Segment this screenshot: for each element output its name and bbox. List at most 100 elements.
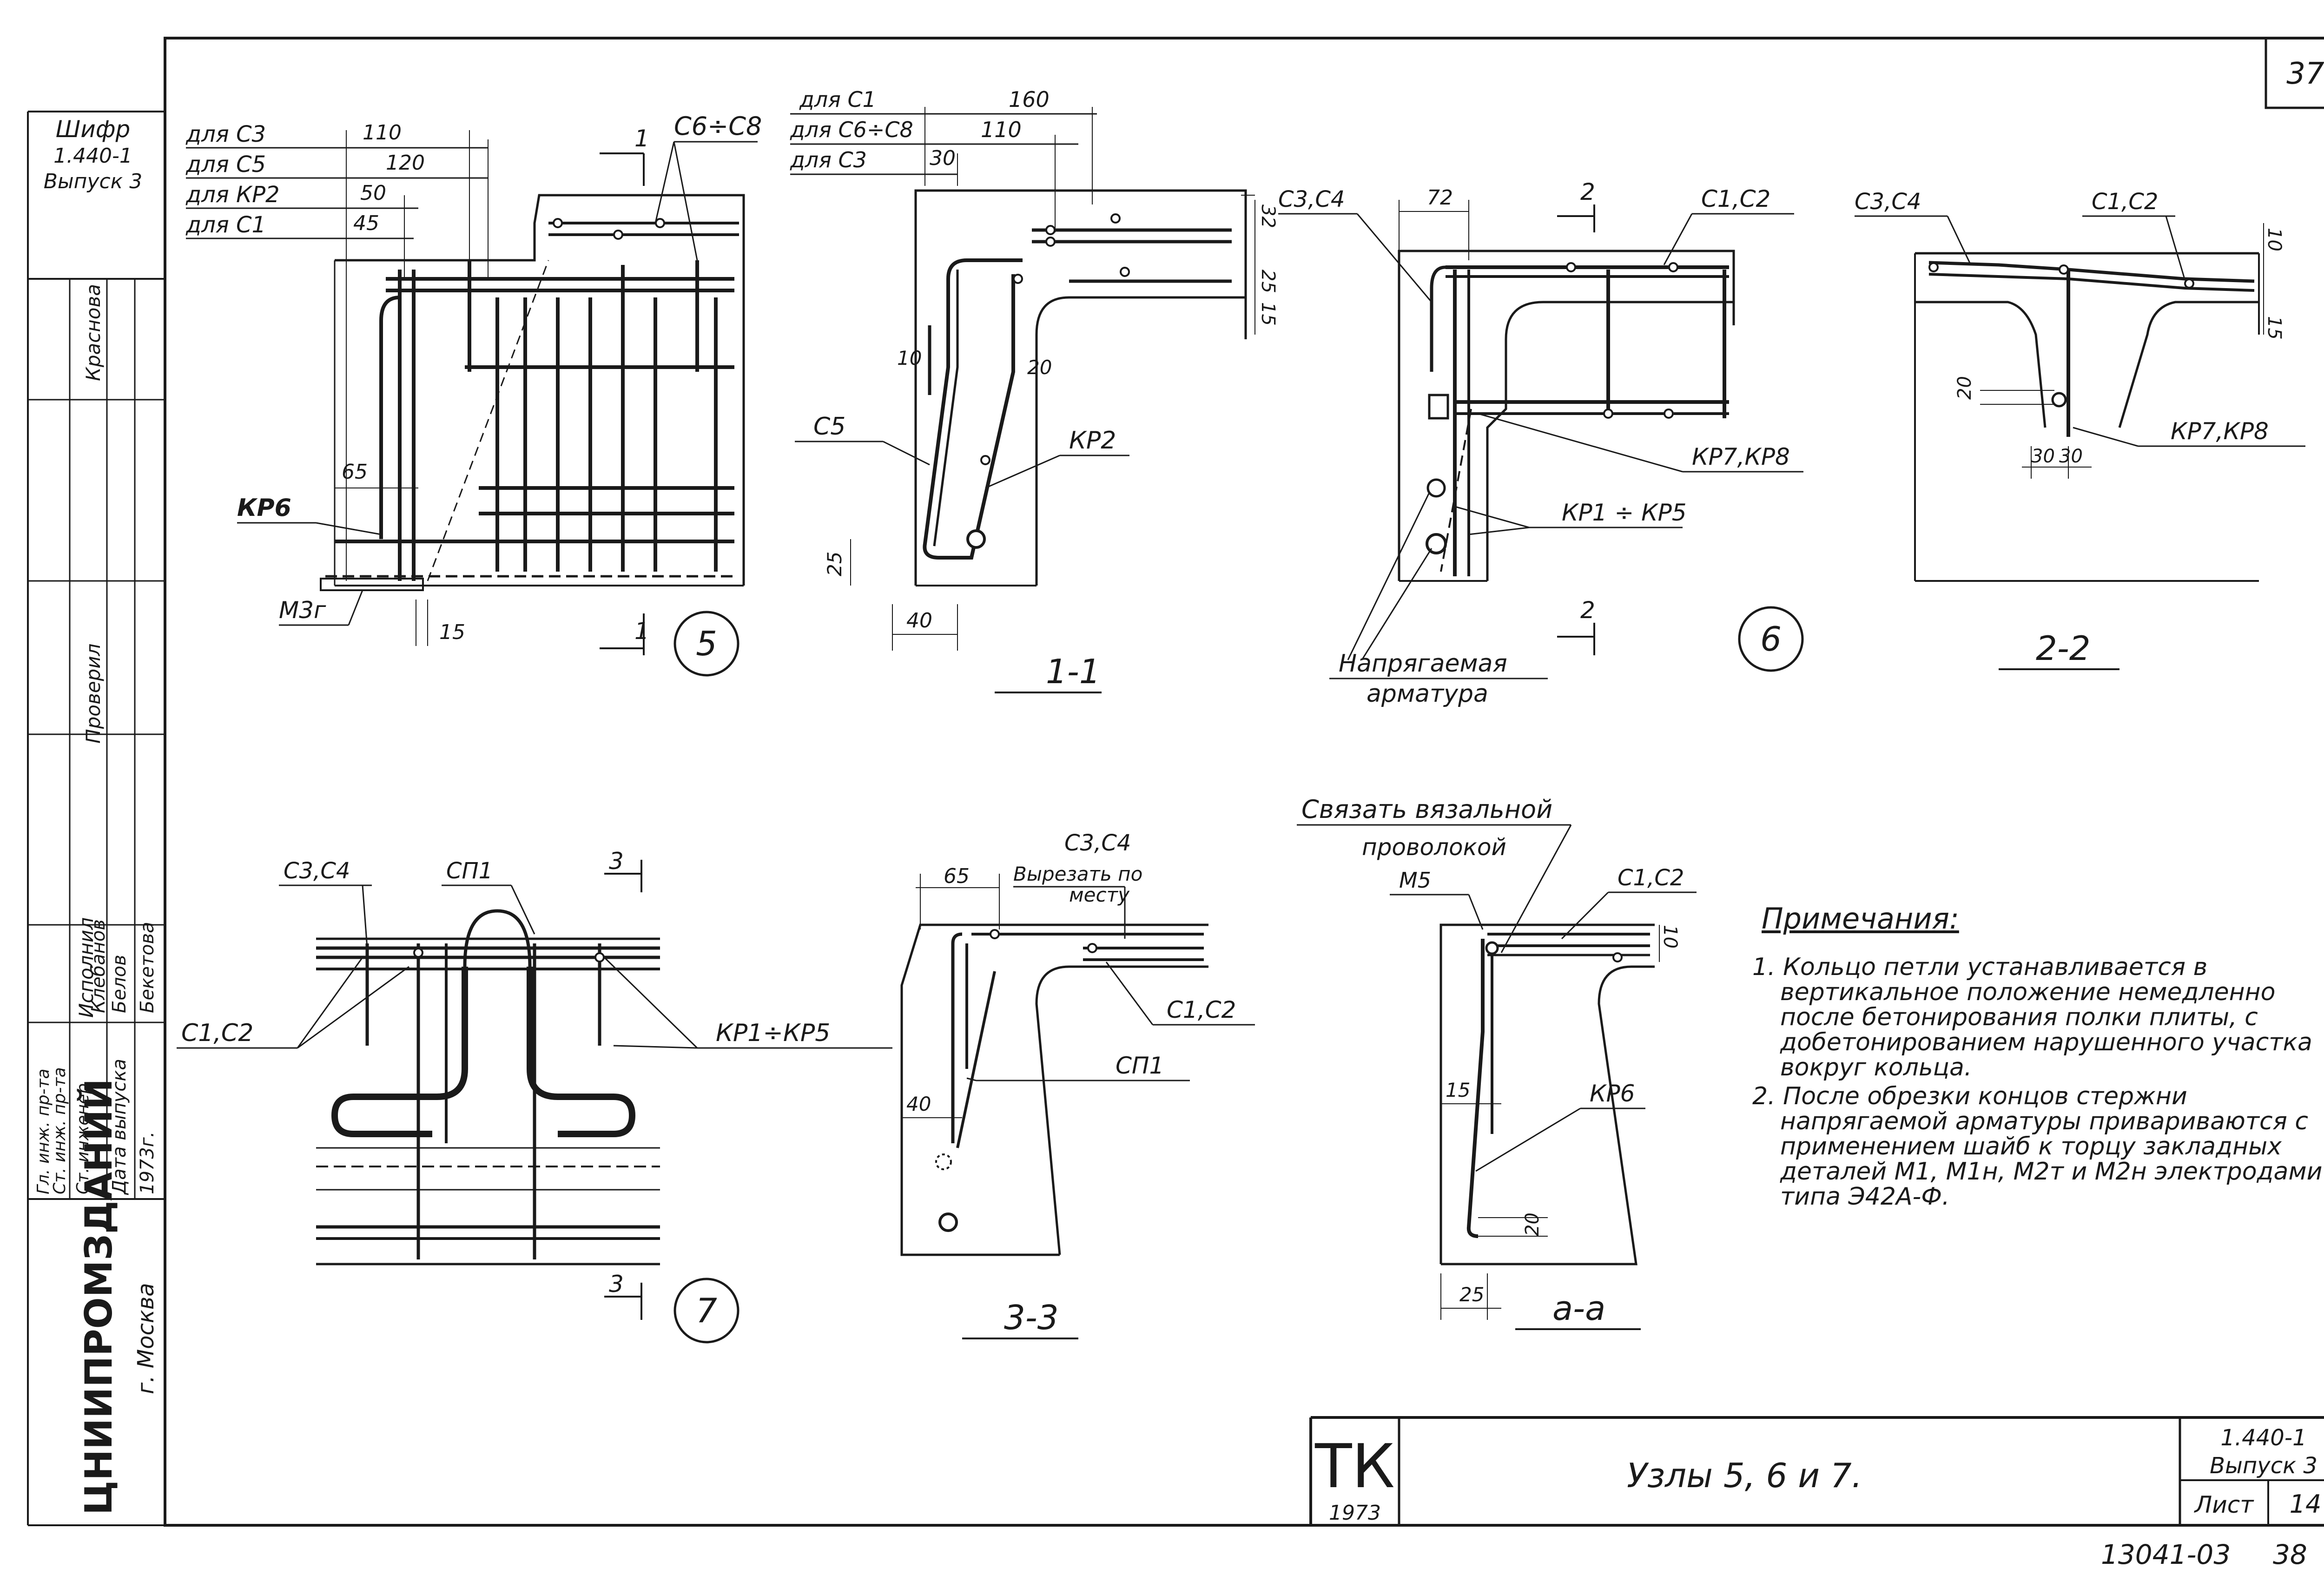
archive-number: 13041-03	[2101, 1539, 2231, 1570]
stamp-checked: Проверил	[82, 644, 105, 744]
s11-title: 1-1	[1046, 652, 1101, 691]
s11-label-c1: для С1	[799, 87, 876, 112]
n7-label-sp1: СП1	[446, 858, 493, 884]
stamp-date-value: 1973г.	[137, 1131, 158, 1194]
n5-label-m3g: М3г	[279, 597, 326, 624]
s22-dim-30a: 30	[2031, 446, 2055, 467]
saa-dim-20: 20	[1522, 1213, 1543, 1236]
s11-dim-25b: 25	[823, 552, 846, 576]
s22-dim-10: 10	[2264, 228, 2285, 251]
n6-label-c3c4: С3,С4	[1278, 186, 1345, 212]
n6-dim-72: 72	[1427, 186, 1453, 210]
n5-label-kp6: КР6	[237, 494, 291, 522]
saa-dim-25: 25	[1459, 1283, 1484, 1306]
n5-dim-15: 15	[439, 620, 465, 644]
stamp-role-gl: Гл. инж. пр-та	[34, 1068, 53, 1194]
s22-label-c1c2: С1,С2	[2092, 189, 2158, 215]
section-a-a: Связать вязальной проволокой М5 С1,С2 10…	[1297, 795, 1697, 1330]
s11-dim-110: 110	[981, 117, 1022, 142]
title-block: ТК 1973 Узлы 5, 6 и 7. 1.440-1 Выпуск 3 …	[1309, 1416, 2324, 1525]
n6-cut-bottom: 2	[1580, 597, 1595, 624]
s33-cut-here-1: Вырезать по	[1013, 863, 1142, 885]
stamp-name-3: Бекетова	[137, 922, 158, 1013]
s11-label-c3: для С3	[790, 147, 867, 172]
drawing-title: Узлы 5, 6 и 7.	[1627, 1456, 1862, 1495]
n6-prestress-2: арматура	[1367, 680, 1488, 708]
n5-label-c3: для С3	[185, 121, 266, 147]
s11-dim-40: 40	[906, 609, 932, 633]
n5-cut-bottom: 1	[634, 618, 649, 645]
n7-circle-label: 7	[696, 1291, 717, 1330]
s33-label-c1c2: С1,С2	[1167, 996, 1236, 1023]
s11-dim-20: 20	[1027, 356, 1052, 379]
page-number-box	[2265, 37, 2324, 109]
n5-dim-65: 65	[342, 460, 368, 484]
s11-dim-15: 15	[1257, 302, 1279, 326]
n5-dim-110: 110	[363, 121, 402, 145]
archive-page: 38	[2273, 1539, 2307, 1570]
side-stamp: Шифр 1.440-1 Выпуск 3 Проверил Краснова …	[27, 111, 165, 1526]
n7-cut-top: 3	[609, 848, 624, 875]
n5-label-c1: для С1	[185, 212, 266, 238]
s22-dim-20: 20	[1954, 376, 1975, 400]
s11-dim-30: 30	[930, 146, 956, 170]
saa-dim-10: 10	[1659, 925, 1681, 949]
stamp-executor: Исполнил	[75, 917, 98, 1018]
n6-prestress-1: Напрягаемая	[1339, 650, 1507, 678]
saa-label-m5: М5	[1399, 868, 1431, 893]
title-issue: Выпуск 3	[2210, 1453, 2317, 1479]
n5-dim-50: 50	[360, 181, 386, 205]
s33-dim-40: 40	[906, 1093, 931, 1115]
section-1-1: для С1 для С6÷С8 для С3 160 110 30 3	[790, 87, 1279, 693]
s11-dim-160: 160	[1009, 87, 1050, 112]
stamp-date-label: Дата выпуска	[109, 1059, 130, 1195]
section-3-3: 65 С3,С4 Вырезать по месту С1,С2 СП1 40 …	[900, 830, 1255, 1339]
stamp-role-st: Ст. инж. пр-та	[50, 1067, 69, 1194]
cipher-label: Шифр	[56, 116, 130, 143]
stamp-checked-name: Краснова	[82, 284, 105, 381]
sheet-frame	[164, 37, 2324, 1527]
s11-dim-10: 10	[897, 347, 922, 369]
n5-label-c6c8: С6÷С8	[674, 112, 762, 141]
title-sheet-label: Лист	[2194, 1491, 2255, 1518]
s22-dim-15: 15	[2264, 316, 2285, 340]
saa-dim-15: 15	[1446, 1079, 1470, 1101]
node-6: С3,С4 72 2 С1,С2 КР7,КР8	[1278, 178, 1804, 708]
saa-tie-1: Связать вязальной	[1301, 795, 1552, 824]
n7-cut-bottom: 3	[609, 1271, 624, 1298]
s11-dim-32: 32	[1257, 204, 1279, 228]
n5-cut-top: 1	[634, 125, 649, 152]
note-item-1: 1. Кольцо петли устанавливается в вертик…	[1752, 953, 2312, 1081]
n5-dim-45: 45	[353, 211, 379, 235]
node-7: С3,С4 СП1 3 С1,С2	[177, 848, 892, 1344]
s11-label-c6c8: для С6÷С8	[790, 117, 913, 142]
n5-circle-label: 5	[696, 624, 717, 663]
n5-label-kp2: для КР2	[185, 182, 280, 208]
node-5: для С3 для С5 для КР2 для С1 110 120 50 …	[185, 112, 762, 677]
title-year: 1973	[1329, 1501, 1381, 1525]
title-sheet-no: 14	[2290, 1489, 2322, 1519]
stamp-name-1: Белов	[109, 955, 130, 1013]
s33-label-sp1: СП1	[1116, 1052, 1164, 1079]
n6-circle-label: 6	[1760, 619, 1782, 659]
n5-dim-120: 120	[386, 151, 425, 175]
s22-label-c3c4: С3,С4	[1855, 189, 1921, 215]
n7-label-c3c4: С3,С4	[284, 858, 350, 884]
title-series: 1.440-1	[2220, 1425, 2306, 1451]
stamp-role-eng: Ст. инженер	[73, 1083, 92, 1194]
s11-label-c5: С5	[813, 413, 845, 441]
saa-label-kp6: КР6	[1590, 1080, 1635, 1107]
n5-label-c5: для С5	[185, 152, 266, 178]
cipher-issue: Выпуск 3	[44, 170, 142, 193]
saa-label-c1c2: С1,С2	[1618, 865, 1684, 891]
title-logo: ТК	[1314, 1431, 1395, 1502]
stamp-org: ЦНИИПРОМЗДАНИЙ	[77, 1079, 120, 1515]
note-item-2: 2. После обрезки концов стержни напрягае…	[1752, 1082, 2323, 1211]
s22-dim-30b: 30	[2059, 446, 2083, 467]
s22-label-kp7kp8: КР7,КР8	[2171, 418, 2269, 445]
s33-label-c3c4: С3,С4	[1064, 830, 1131, 856]
page-number: 37	[2286, 57, 2324, 91]
saa-tie-2: проволокой	[1362, 834, 1506, 861]
cipher-series: 1.440-1	[53, 144, 132, 168]
n6-label-kp7kp8: КР7,КР8	[1692, 443, 1790, 470]
